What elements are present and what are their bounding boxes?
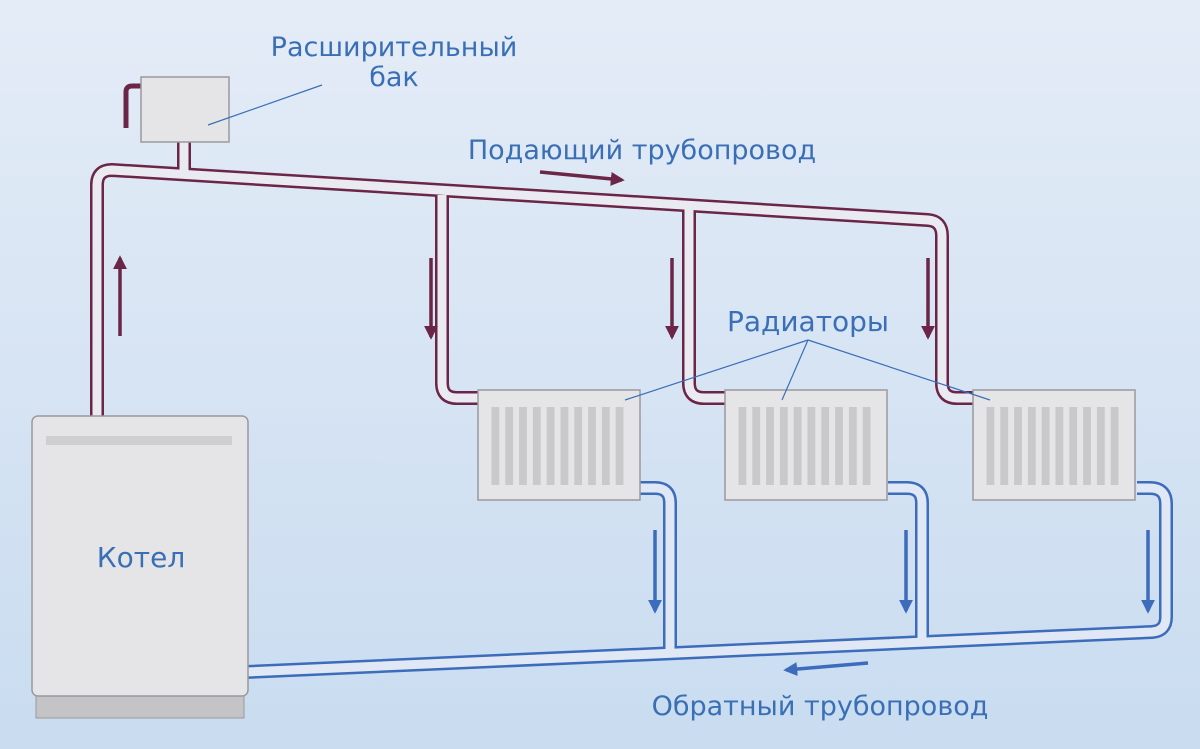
boiler	[31, 415, 249, 719]
supply-branch-1	[435, 195, 480, 405]
radiator-fin	[491, 407, 500, 485]
radiator-fin	[1110, 407, 1119, 485]
radiator-fin	[848, 407, 857, 485]
radiator-fin	[986, 407, 995, 485]
radiator-fin	[835, 407, 843, 485]
boiler-vent-strip	[46, 436, 232, 445]
radiator-fin	[752, 407, 761, 485]
radiator-fin	[1027, 407, 1036, 485]
radiator-fin	[738, 407, 747, 485]
tank-vent-pipe	[123, 83, 142, 128]
expansion-tank-label-line1: Расширительный	[271, 32, 518, 63]
supply-pipe-main	[90, 163, 977, 418]
tank-body	[140, 76, 230, 143]
radiator-fin	[615, 407, 624, 485]
radiator-body	[477, 389, 641, 501]
supply-branch-2	[682, 208, 727, 405]
supply-pipeline	[90, 142, 977, 418]
radiator-leader-3	[807, 339, 991, 401]
radiator-fin	[560, 407, 569, 485]
tank-leader	[207, 84, 323, 126]
radiator-3	[972, 389, 1136, 501]
radiator-fin	[793, 407, 802, 485]
radiator-fin	[1000, 407, 1009, 485]
radiator-fin	[574, 407, 583, 485]
flow-arrows	[113, 170, 1155, 677]
radiator-fin	[1055, 407, 1064, 485]
radiator-2	[724, 389, 888, 501]
radiator-fin	[588, 407, 596, 485]
radiator-fin	[505, 407, 514, 485]
radiator-leader-1	[624, 339, 809, 401]
radiators-label: Радиаторы	[727, 305, 889, 338]
radiator-fin	[1069, 407, 1078, 485]
radiator-fin	[532, 407, 541, 485]
radiator-fin	[1041, 407, 1050, 485]
radiator-fin	[862, 407, 871, 485]
radiator-body	[972, 389, 1136, 501]
radiator-leader-2	[781, 339, 809, 401]
radiator-fin	[546, 407, 555, 485]
leader-lines	[207, 84, 991, 401]
radiator-fin	[821, 407, 830, 485]
supply-pipe-label: Подающий трубопровод	[468, 135, 816, 166]
radiators-group	[477, 389, 1136, 501]
radiator-fin	[766, 407, 774, 485]
return-left-arrow	[783, 661, 869, 677]
expansion-tank-label-line2: бак	[369, 62, 419, 93]
expansion-tank	[123, 76, 230, 143]
radiator-body	[724, 389, 888, 501]
radiator-fin	[1096, 407, 1105, 485]
labels: Расширительный бак Подающий трубопровод …	[97, 32, 989, 722]
radiator-fin	[519, 407, 527, 485]
radiator-fin	[601, 407, 610, 485]
radiator-fin	[779, 407, 788, 485]
supply-right-arrow	[539, 170, 625, 186]
return-pipe-main	[245, 481, 1173, 679]
boiler-body	[31, 415, 249, 697]
radiator-fin	[1014, 407, 1022, 485]
radiator-fin	[1083, 407, 1091, 485]
radiator-fin	[807, 407, 816, 485]
radiator-1	[477, 389, 641, 501]
return-pipeline	[245, 481, 1173, 679]
return-pipe-label: Обратный трубопровод	[652, 691, 989, 722]
boiler-label: Котел	[97, 541, 185, 574]
